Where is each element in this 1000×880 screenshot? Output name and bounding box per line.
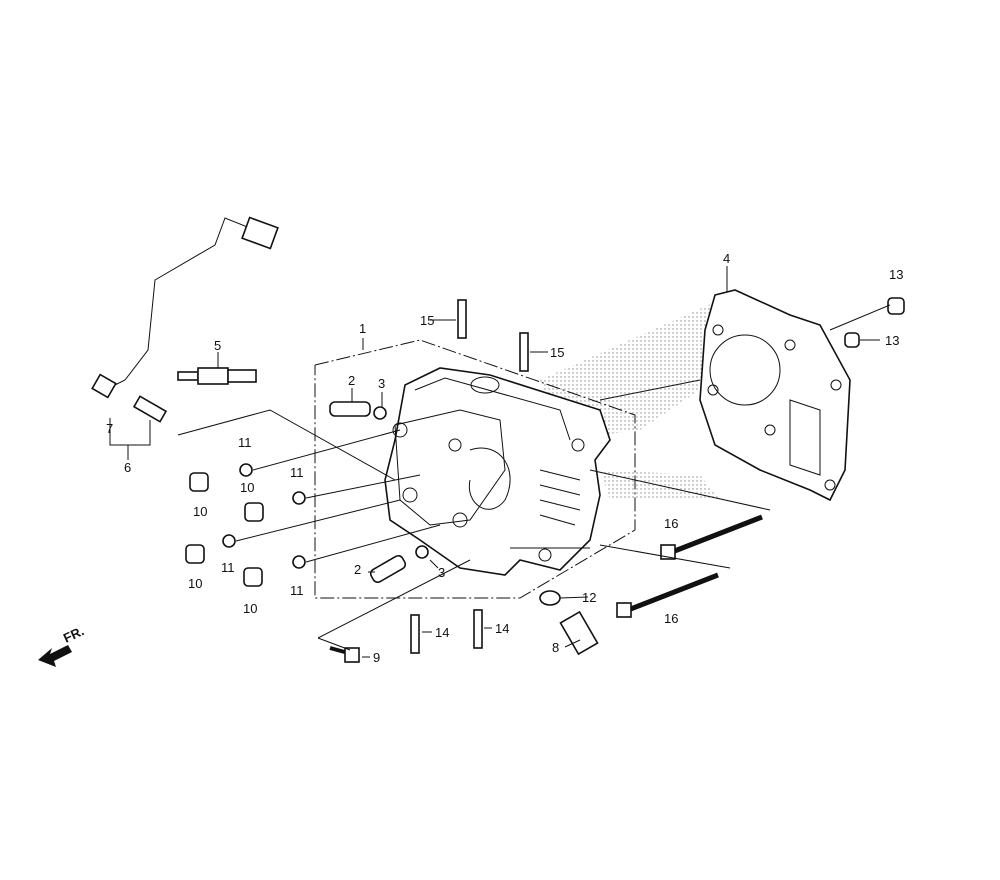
- o2-sensor: [91, 216, 279, 423]
- svg-text:FR.: FR.: [61, 623, 86, 645]
- callout-10: 10: [193, 504, 207, 519]
- callout-7: 7: [106, 421, 113, 436]
- seal: [415, 545, 429, 559]
- callout-11: 11: [290, 583, 304, 598]
- nuts-washers: [185, 463, 306, 587]
- callout-13: 13: [885, 333, 899, 348]
- stud-bolt: [519, 332, 529, 372]
- callout-labels: 1 2 2 3 3 4 5 6 7 8 9 10 10 10 10 11 11 …: [106, 251, 903, 665]
- callout-12: 12: [582, 590, 596, 605]
- temperature-sensor: [559, 610, 599, 656]
- spark-plug: [177, 367, 257, 385]
- washer: [539, 590, 561, 606]
- valve-guide: [329, 401, 371, 417]
- callout-14: 14: [495, 621, 509, 636]
- callout-6: 6: [124, 460, 131, 475]
- stipple-shading: [600, 470, 720, 500]
- dowel-pin: [887, 297, 905, 315]
- callout-2: 2: [348, 373, 355, 388]
- callout-10: 10: [240, 480, 254, 495]
- callout-3: 3: [378, 376, 385, 391]
- assembly-frame: [314, 339, 636, 599]
- callout-10: 10: [188, 576, 202, 591]
- callout-15: 15: [420, 313, 434, 328]
- callout-4: 4: [723, 251, 730, 266]
- callout-3: 3: [438, 565, 445, 580]
- dowel-pin: [844, 332, 860, 348]
- leader-lines: [109, 266, 891, 658]
- callout-16: 16: [664, 611, 678, 626]
- callout-11: 11: [290, 465, 304, 480]
- callout-11: 11: [238, 435, 252, 450]
- stud-bolt: [457, 299, 467, 339]
- stud-bolt: [473, 609, 483, 649]
- callout-8: 8: [552, 640, 559, 655]
- flange-bolt: [329, 646, 360, 663]
- callout-10: 10: [243, 601, 257, 616]
- seal: [373, 406, 387, 420]
- callout-1: 1: [359, 321, 366, 336]
- valve-guide: [369, 554, 407, 584]
- front-direction-arrow: FR.: [38, 623, 86, 667]
- callout-16: 16: [664, 516, 678, 531]
- callout-5: 5: [214, 338, 221, 353]
- callout-14: 14: [435, 625, 449, 640]
- cylinder-head: [384, 367, 611, 576]
- callout-13: 13: [889, 267, 903, 282]
- stud-bolt: [410, 614, 420, 654]
- cylinder-gasket: [699, 289, 851, 502]
- long-bolts: [616, 514, 763, 618]
- callout-9: 9: [373, 650, 380, 665]
- callout-2: 2: [354, 562, 361, 577]
- callout-11: 11: [221, 560, 235, 575]
- callout-15: 15: [550, 345, 564, 360]
